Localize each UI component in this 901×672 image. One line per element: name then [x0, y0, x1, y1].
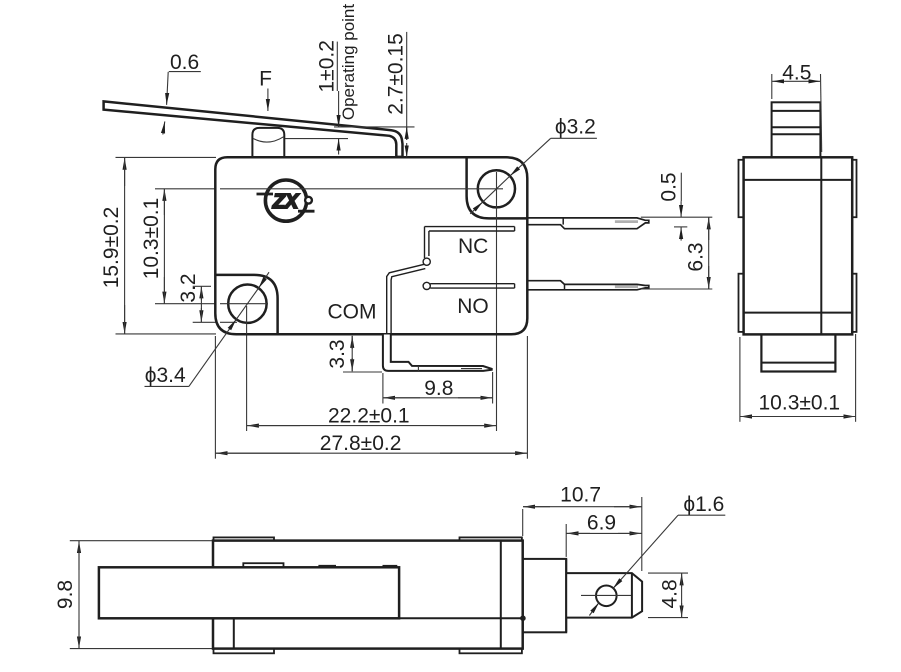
- svg-text:10.3±0.1: 10.3±0.1: [140, 198, 163, 280]
- svg-text:Operating point: Operating point: [339, 4, 358, 121]
- svg-text:F: F: [259, 68, 272, 91]
- svg-text:4.8: 4.8: [658, 579, 681, 608]
- svg-text:10.7: 10.7: [560, 484, 601, 507]
- svg-text:2.7±0.15: 2.7±0.15: [385, 33, 408, 115]
- svg-text:15.9±0.2: 15.9±0.2: [100, 207, 123, 289]
- svg-text:10.3±0.1: 10.3±0.1: [759, 392, 841, 415]
- svg-text:ϕ3.4: ϕ3.4: [145, 364, 186, 387]
- svg-text:9.8: 9.8: [424, 377, 453, 400]
- svg-text:4.5: 4.5: [782, 62, 811, 85]
- svg-text:1±0.2: 1±0.2: [316, 40, 339, 92]
- svg-text:3.2: 3.2: [177, 273, 200, 302]
- svg-text:6.9: 6.9: [587, 511, 616, 534]
- svg-text:27.8±0.2: 27.8±0.2: [320, 432, 402, 455]
- svg-text:ϕ3.2: ϕ3.2: [555, 116, 596, 139]
- svg-text:22.2±0.1: 22.2±0.1: [328, 405, 410, 428]
- svg-text:NO: NO: [457, 295, 489, 318]
- svg-text:0.6: 0.6: [170, 51, 199, 74]
- svg-text:ϕ1.6: ϕ1.6: [683, 493, 724, 516]
- svg-text:3.3: 3.3: [326, 339, 349, 368]
- svg-text:COM: COM: [328, 300, 377, 323]
- svg-text:6.3: 6.3: [684, 242, 707, 271]
- svg-text:NC: NC: [458, 235, 488, 258]
- svg-text:ZX: ZX: [272, 191, 300, 213]
- svg-text:9.8: 9.8: [54, 580, 77, 609]
- svg-text:0.5: 0.5: [657, 172, 680, 201]
